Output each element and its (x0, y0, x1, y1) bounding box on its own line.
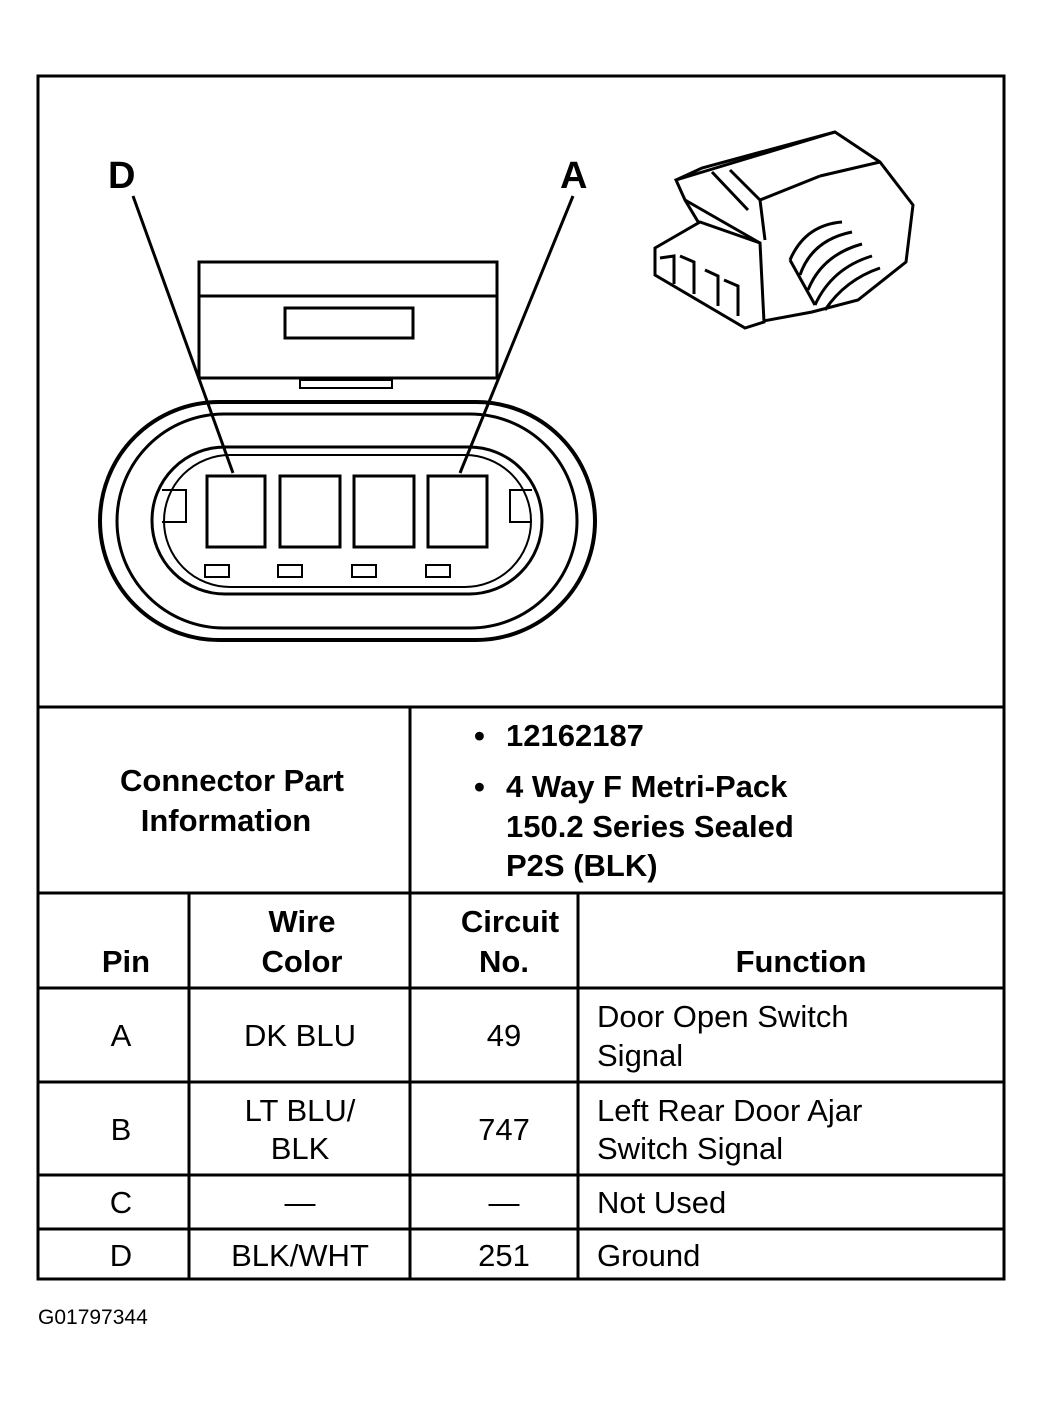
table-row: B LT BLU/ BLK 747 Left Rear Door Ajar Sw… (111, 1093, 863, 1166)
cavity-c (278, 474, 342, 549)
cell-pin: B (111, 1112, 132, 1147)
cell-function-line1: Ground (597, 1238, 700, 1273)
bullet-1: • (474, 718, 485, 753)
pinout-table: Pin Wire Color Circuit No. Function A DK… (38, 893, 1004, 1279)
callout-leader-a (458, 195, 575, 474)
cell-function-line2: Signal (597, 1038, 683, 1073)
part-number: 12162187 (506, 718, 644, 753)
cell-pin: C (110, 1185, 132, 1220)
cell-wire-color-line2: BLK (271, 1131, 330, 1166)
cell-wire-color: BLK/WHT (231, 1238, 369, 1273)
cell-function-line2: Switch Signal (597, 1131, 783, 1166)
header-pin: Pin (102, 944, 150, 979)
cell-function-line1: Left Rear Door Ajar (597, 1093, 862, 1128)
cell-wire-color: — (285, 1185, 316, 1220)
part-info-label-line2: Information (141, 803, 312, 838)
header-wire-color-1: Wire (269, 904, 336, 939)
part-info-label-line1: Connector Part (120, 763, 344, 798)
connector-isometric-illustration (653, 130, 915, 330)
part-description-line3: P2S (BLK) (506, 848, 658, 883)
header-circuit-2: No. (479, 944, 529, 979)
part-description-line2: 150.2 Series Sealed (506, 809, 794, 844)
part-info-block: Connector Part Information • 12162187 • … (38, 705, 1004, 895)
cavity-b (352, 474, 416, 549)
callout-label-a: A (560, 155, 587, 197)
table-row: A DK BLU 49 Door Open Switch Signal (111, 999, 849, 1073)
cell-wire-color: DK BLU (244, 1018, 356, 1053)
figure-id: G01797344 (38, 1306, 148, 1329)
cell-circuit: 747 (478, 1112, 530, 1147)
header-function: Function (736, 944, 867, 979)
cavity-a (426, 474, 489, 549)
table-header-row: Pin Wire Color Circuit No. Function (102, 904, 867, 979)
cell-circuit: — (489, 1185, 520, 1220)
connector-latch (197, 260, 499, 389)
callout-label-d: D (108, 155, 135, 197)
connector-shell (98, 400, 597, 642)
cell-pin: D (110, 1238, 132, 1273)
cell-function-line1: Door Open Switch (597, 999, 849, 1034)
cell-circuit: 251 (478, 1238, 530, 1273)
cell-function-line1: Not Used (597, 1185, 726, 1220)
bullet-2: • (474, 769, 485, 804)
callout-leader-d (131, 195, 235, 474)
table-row: D BLK/WHT 251 Ground (110, 1238, 701, 1273)
table-row: C — — Not Used (110, 1185, 726, 1220)
part-description-line1: 4 Way F Metri-Pack (506, 769, 788, 804)
header-wire-color-2: Color (262, 944, 343, 979)
header-circuit-1: Circuit (461, 904, 559, 939)
pin-cavities (204, 474, 489, 578)
cavity-d (205, 474, 267, 549)
cell-wire-color-line1: LT BLU/ (245, 1093, 356, 1128)
cell-circuit: 49 (487, 1018, 521, 1053)
connector-face-view: D A (98, 155, 597, 642)
cell-pin: A (111, 1018, 132, 1053)
